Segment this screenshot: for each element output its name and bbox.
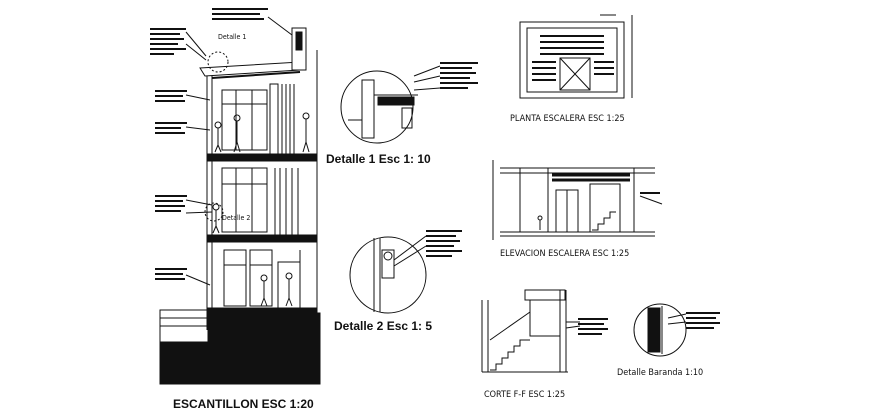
- corte-ff-title: CORTE F-F ESC 1:25: [484, 390, 566, 400]
- detalle-2-annotations: [426, 230, 462, 257]
- detalle-1-title: Detalle 1 Esc 1: 10: [326, 152, 431, 166]
- detalle-2-drawing: [349, 235, 427, 314]
- planta-escalera-title: PLANTA ESCALERA ESC 1:25: [510, 114, 625, 124]
- elevacion-annotations: [640, 192, 660, 194]
- detalle-baranda-drawing: [633, 303, 687, 357]
- detalle-1-drawing: [340, 65, 441, 144]
- detalle-1-annotations: [440, 62, 478, 89]
- escantillon-section: [159, 16, 321, 385]
- planta-escalera-drawing: [519, 14, 633, 99]
- corte-ff-annotations: [578, 318, 608, 335]
- escantillon-annotations: [150, 8, 268, 280]
- baranda-annotations: [686, 312, 720, 329]
- escantillon-title: ESCANTILLON ESC 1:20: [173, 397, 314, 411]
- corte-ff-drawing: [481, 289, 581, 373]
- elevacion-escalera-drawing: [492, 160, 663, 240]
- detalle-baranda-title: Detalle Baranda 1:10: [617, 368, 704, 378]
- escantillon-callout-detalle-1: Detalle 1: [218, 33, 247, 41]
- escantillon-callout-detalle-2: Detalle 2: [222, 214, 251, 222]
- elevacion-escalera-title: ELEVACION ESCALERA ESC 1:25: [500, 249, 630, 259]
- detalle-2-title: Detalle 2 Esc 1: 5: [334, 319, 433, 333]
